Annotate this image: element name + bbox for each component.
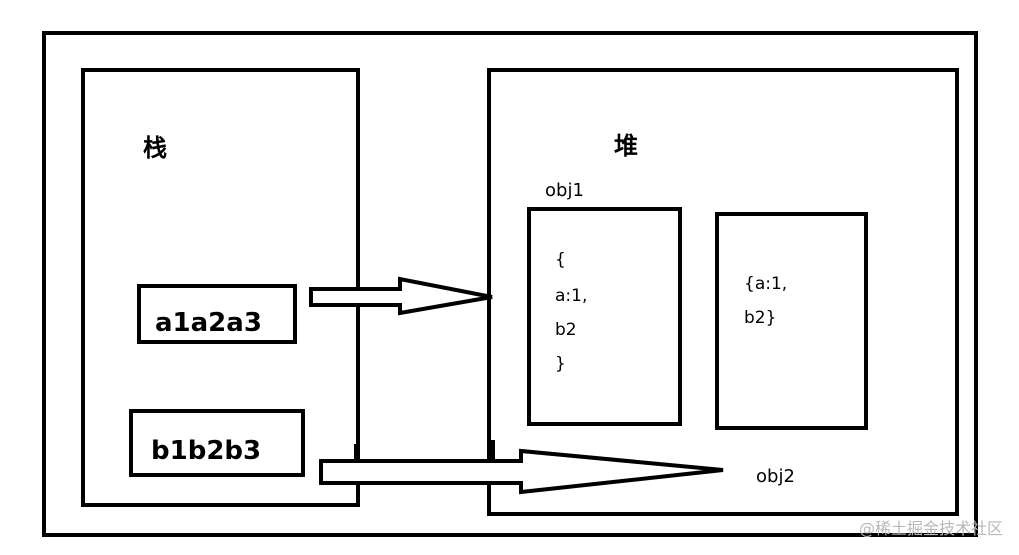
stack-title: 栈 — [143, 134, 167, 162]
stack-variable-b — [129, 409, 305, 477]
stack-variable-b-label: b1b2b3 — [151, 436, 262, 466]
stack-variable-a-label: a1a2a3 — [155, 308, 262, 338]
obj2-label: obj2 — [756, 466, 795, 487]
obj1-line: b2 — [555, 320, 577, 340]
obj1-line: { — [555, 250, 566, 270]
stack-variable-a — [137, 284, 297, 344]
obj2-heap-object — [715, 212, 868, 430]
obj2-line: {a:1, — [744, 274, 788, 294]
obj1-line: } — [555, 354, 566, 374]
obj1-heap-object — [527, 207, 682, 426]
obj1-label: obj1 — [545, 180, 584, 201]
obj2-line: b2} — [744, 308, 777, 328]
heap-title: 堆 — [614, 132, 638, 160]
pointer-arrow-b — [319, 448, 724, 495]
watermark: @稀土掘金技术社区 — [858, 519, 1003, 538]
pointer-arrow-a — [309, 276, 493, 316]
obj1-line: a:1, — [555, 286, 588, 306]
